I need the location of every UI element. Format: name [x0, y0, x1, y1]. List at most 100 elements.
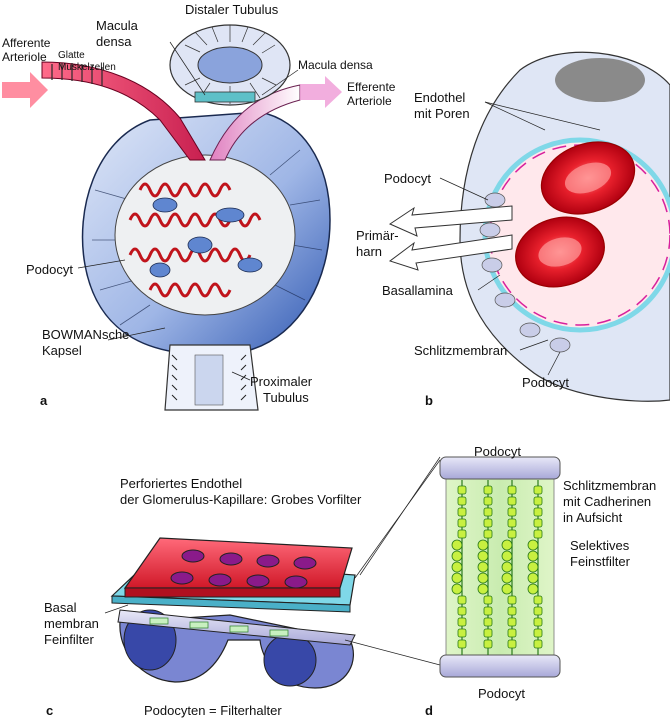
podocyte-top-bar: [439, 456, 561, 480]
label-d-schlitz-2: mit Cadherinen: [563, 494, 652, 509]
cadherin-bead: [533, 507, 543, 517]
cadherin-bead: [483, 617, 493, 627]
cadherin-bead: [483, 595, 493, 605]
cadherin-bead: [457, 639, 467, 649]
label-proximaler-1: Proximaler: [250, 374, 313, 389]
proximal-tubulus: [164, 344, 259, 411]
cadherin-bead: [483, 529, 493, 539]
cadherin-bead: [483, 518, 493, 528]
cadherin-bead: [501, 539, 513, 551]
cadherin-bead: [477, 583, 489, 595]
label-d-selektiv-2: Feinstfilter: [570, 554, 630, 569]
label-d-podocyt-bottom: Podocyt: [478, 686, 525, 701]
podocyte-nucleus: [555, 58, 645, 102]
label-c-endothel-1: Perforiertes Endothel: [120, 476, 243, 491]
label-bowman-1: BOWMANsche: [42, 327, 130, 342]
panel-letter-b: b: [425, 393, 433, 408]
cadherin-bead: [533, 628, 543, 638]
panel-b-capillary: [388, 51, 670, 402]
urine-arrow-upper: [388, 205, 513, 237]
cadherin-beads: [451, 485, 543, 649]
cadherin-bead: [507, 639, 517, 649]
label-primaerharn-1: Primär-: [356, 228, 399, 243]
label-afferente-1: Afferente: [2, 36, 51, 50]
cadherin-bead: [483, 628, 493, 638]
panel-b-leaders: [439, 101, 601, 376]
label-c-basal-1: Basal: [44, 600, 77, 615]
label-efferente-1: Efferente: [347, 80, 396, 94]
cadherin-bead: [507, 485, 517, 495]
panel-a-leaders: [77, 41, 299, 381]
cadherin-bead: [501, 583, 513, 595]
label-efferente-2: Arteriole: [347, 94, 392, 108]
panel-a-glomerulus: [2, 24, 342, 411]
panel-letter-c: c: [46, 703, 54, 718]
cadherin-bead: [507, 529, 517, 539]
label-glatte-2: Muskelzellen: [58, 62, 116, 73]
cadherin-bead: [527, 539, 539, 551]
cadherin-bead: [451, 539, 463, 551]
cadherin-bead: [457, 485, 467, 495]
cadherin-bead: [533, 496, 543, 506]
label-c-endothel-2: der Glomerulus-Kapillare: Grobes Vorfilt…: [120, 492, 362, 507]
label-basallamina: Basallamina: [382, 283, 453, 298]
label-glatte-1: Glatte: [58, 50, 85, 61]
cadherin-bead: [507, 496, 517, 506]
label-endothel-2: mit Poren: [414, 106, 470, 121]
efferent-arrow: [300, 76, 342, 108]
label-distaler-tubulus: Distaler Tubulus: [185, 2, 279, 17]
label-schlitzmembran-b: Schlitzmembran: [414, 343, 508, 358]
cadherin-bead: [527, 550, 539, 562]
label-c-caption: Podocyten = Filterhalter: [144, 703, 282, 718]
cadherin-bead: [483, 485, 493, 495]
cadherin-bead: [457, 617, 467, 627]
label-macula-densa-right: Macula densa: [298, 58, 373, 72]
label-afferente-2: Arteriole: [2, 50, 47, 64]
label-c-basal-3: Feinfilter: [44, 632, 94, 647]
label-macula-densa-left-2: densa: [96, 34, 132, 49]
smooth-muscle-rings: [51, 63, 103, 86]
cadherin-bead: [483, 507, 493, 517]
cadherin-bead: [451, 572, 463, 584]
cadherin-bead: [533, 485, 543, 495]
label-d-schlitz-1: Schlitzmembran: [563, 478, 657, 493]
podocyte-holders: [117, 609, 356, 689]
cadherin-bead: [507, 617, 517, 627]
label-d-selektiv-1: Selektives: [570, 538, 630, 553]
panel-c-leaders: [104, 459, 441, 666]
cadherin-bead: [483, 496, 493, 506]
urine-arrow-lower: [388, 234, 513, 271]
cadherin-bead: [477, 539, 489, 551]
panel-c-filter-stack: [104, 459, 441, 689]
distal-tubulus: [169, 24, 291, 106]
label-d-podocyt-top: Podocyt: [474, 444, 521, 459]
cadherin-bead: [533, 617, 543, 627]
cadherin-bead: [457, 496, 467, 506]
label-proximaler-2: Tubulus: [263, 390, 309, 405]
cadherin-bead: [457, 628, 467, 638]
panel-letter-d: d: [425, 703, 433, 718]
cadherin-bead: [527, 572, 539, 584]
cadherin-bead: [507, 606, 517, 616]
cadherin-bead: [507, 628, 517, 638]
cadherin-bead: [451, 583, 463, 595]
cadherin-bead: [501, 550, 513, 562]
cadherin-bead: [477, 561, 489, 573]
afferent-arrow: [2, 72, 48, 108]
cadherin-bead: [501, 561, 513, 573]
cadherin-bead: [477, 550, 489, 562]
cadherin-bead: [533, 606, 543, 616]
label-podocyt-a: Podocyt: [26, 262, 73, 277]
foot-processes: [479, 192, 571, 353]
label-c-basal-2: membran: [44, 616, 99, 631]
label-podocyt-b-top: Podocyt: [384, 171, 431, 186]
cadherin-bead: [501, 572, 513, 584]
cadherin-bead: [507, 595, 517, 605]
label-podocyt-b-bottom: Podocyt: [522, 375, 569, 390]
glomerulus-tuft: [114, 154, 296, 316]
label-primaerharn-2: harn: [356, 244, 383, 259]
cadherin-bead: [533, 518, 543, 528]
cadherin-bead: [527, 561, 539, 573]
